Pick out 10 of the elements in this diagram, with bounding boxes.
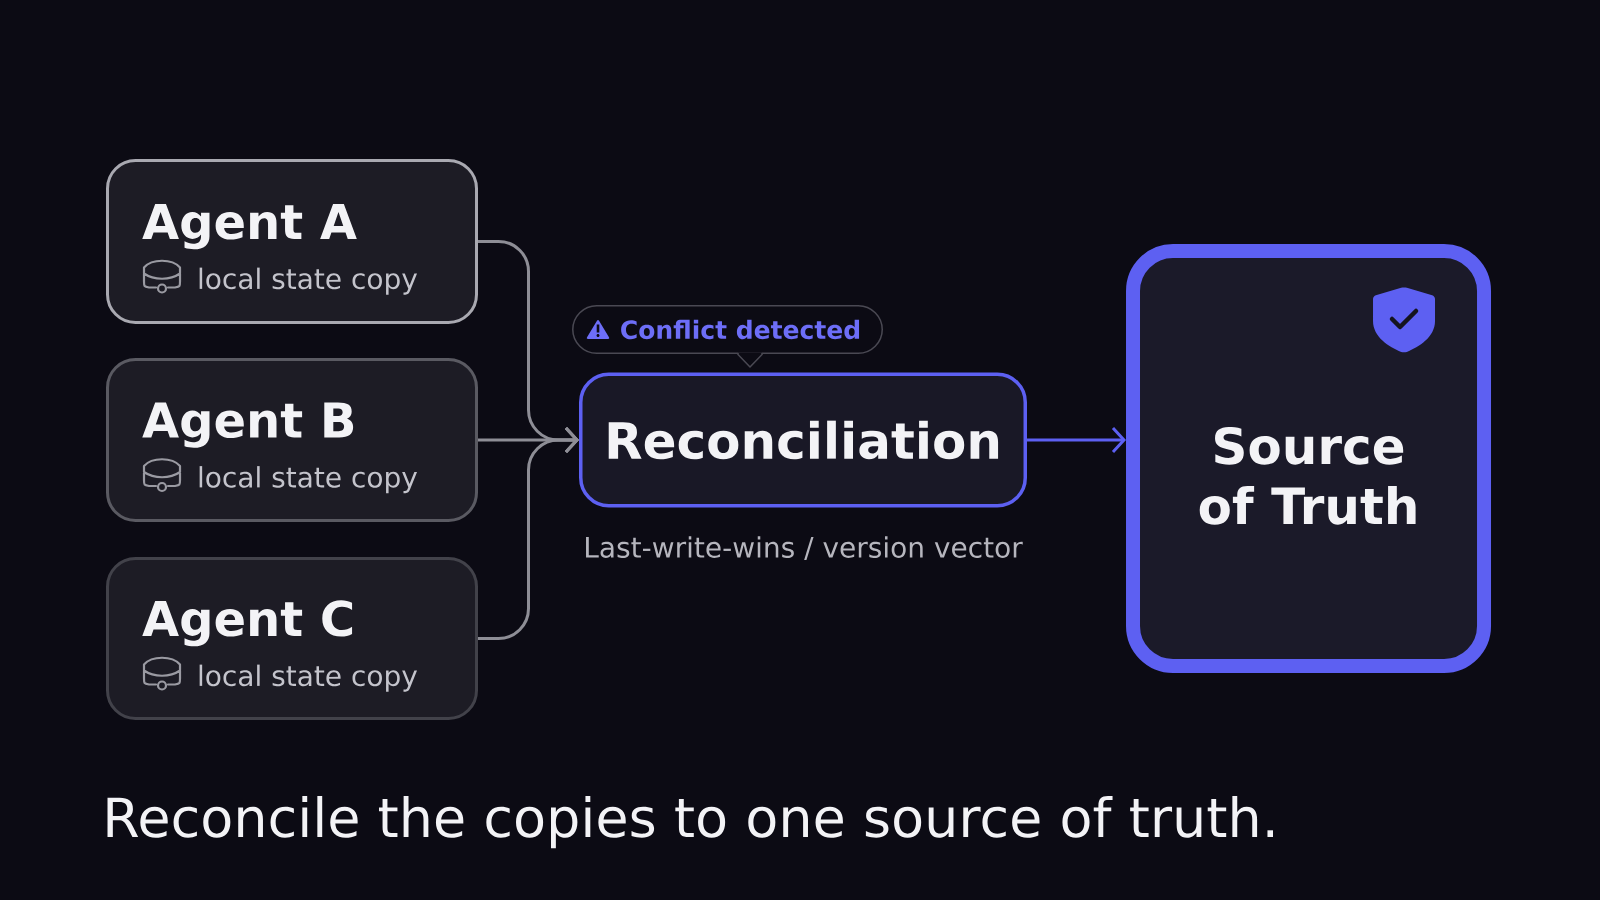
- agent-box: Agent A local state copy: [106, 159, 478, 324]
- agent-box: Agent B local state copy: [106, 358, 478, 522]
- caption: Reconcile the copies to one source of truth.: [107, 795, 1274, 849]
- process-box: Reconciliation: [579, 372, 1027, 508]
- arrow: [478, 427, 579, 640]
- note-text: Last-write-wins / version vector: [586, 536, 1023, 561]
- arrow: [1027, 427, 1126, 453]
- callout-bubble: Conflict detected: [572, 305, 883, 368]
- highlight-box: Source of Truth: [1126, 244, 1491, 673]
- agent-box: Agent C local state copy: [106, 557, 478, 720]
